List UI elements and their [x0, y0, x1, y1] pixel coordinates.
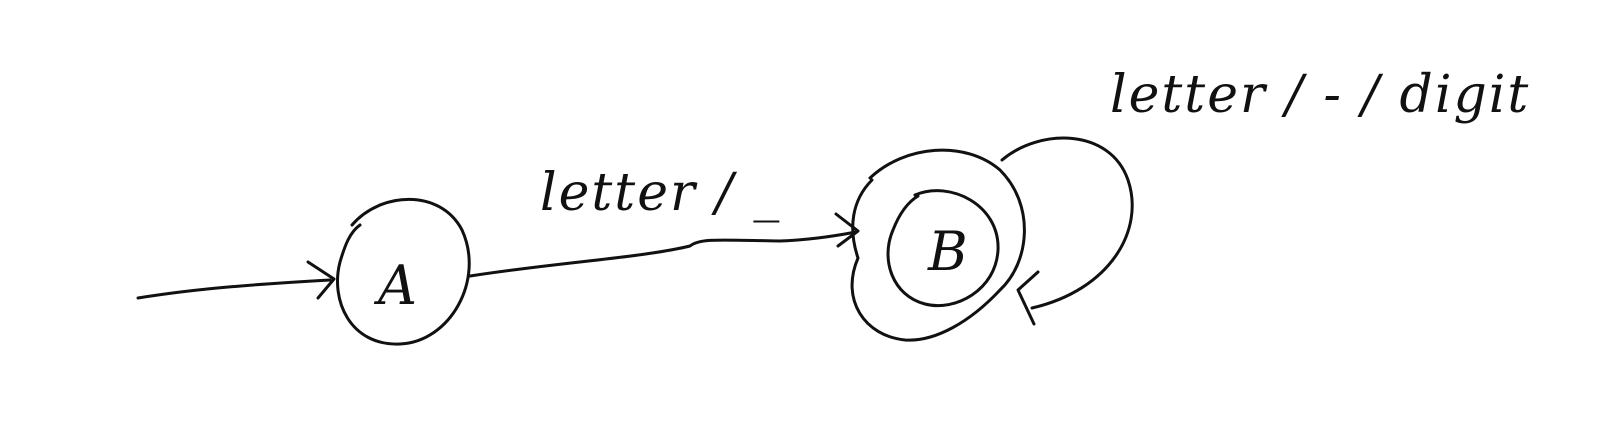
start-arrow: [136, 260, 336, 300]
state-b: B: [850, 148, 1026, 342]
state-a-label: A: [373, 254, 417, 317]
state-a: A: [336, 198, 471, 346]
state-b-inner-circle: [886, 189, 1000, 307]
transition-b-self-loop-label: letter / - / digit: [1110, 65, 1530, 125]
transition-a-to-b: letter / _: [468, 163, 860, 278]
state-b-label: B: [927, 220, 968, 283]
transition-b-self-loop: letter / - / digit: [1000, 65, 1530, 326]
state-a-circle: [336, 198, 471, 346]
transition-a-to-b-label: letter / _: [540, 163, 781, 223]
state-b-outer-circle: [850, 148, 1026, 342]
